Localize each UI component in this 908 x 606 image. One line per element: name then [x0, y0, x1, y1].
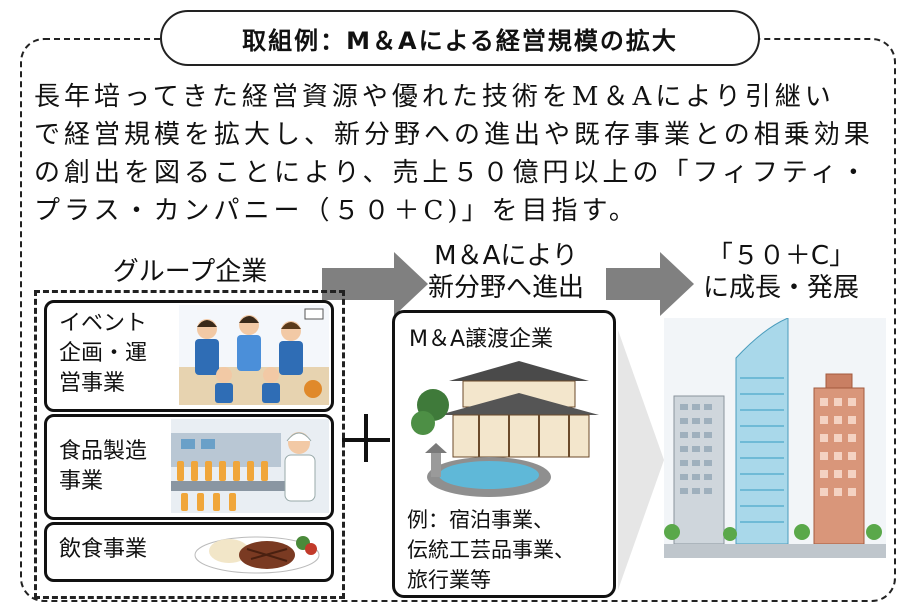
label-line: 企画・運: [59, 341, 148, 366]
label-line: 営事業: [59, 371, 126, 396]
page-title: 取組例：M＆Aによる経営規模の拡大: [160, 10, 760, 66]
label-line: 食品製造: [59, 439, 148, 464]
transfer-company-heading: M＆A譲渡企業: [409, 327, 554, 352]
label-line: 事業: [59, 469, 104, 494]
restaurant-business-card: 飲食事業: [44, 522, 334, 582]
label-line: イベント: [59, 311, 148, 336]
food-manufacturing-label: 食品製造 事業: [59, 437, 147, 497]
restaurant-business-label: 飲食事業: [59, 537, 148, 562]
ma-heading: M＆Aにより 新分野へ進出: [406, 240, 606, 304]
event-staff-illustration: [179, 305, 329, 405]
ma-heading-line: 新分野へ進出: [427, 273, 584, 303]
ma-heading-line: M＆Aにより: [434, 241, 578, 271]
food-factory-illustration: [171, 419, 329, 513]
food-manufacturing-card: 食品製造 事業: [44, 414, 334, 520]
growth-heading: 「５０＋C」 に成長・発展: [676, 240, 886, 304]
lead-paragraph: 長年培ってきた経営資源や優れた技術をM＆Aにより引継い で経営規模を拡大し、新分…: [34, 78, 884, 230]
lead-line: プラス・カンパニー（５０＋C)」を目指す。: [34, 196, 639, 226]
lead-line: の創出を図ることにより、売上５０億円以上の「フィフティ・: [34, 158, 871, 188]
lead-line: で経営規模を拡大し、新分野への進出や既存事業との相乗効果: [34, 120, 874, 150]
ryokan-inn-illustration: [409, 353, 599, 503]
transfer-examples: 例：宿泊事業、 伝統工芸品事業、 旅行業等: [407, 505, 575, 595]
growth-heading-line: 「５０＋C」: [706, 241, 856, 271]
city-skyline-illustration: [664, 318, 886, 558]
growth-direction-arrow-icon: [618, 330, 664, 590]
group-heading: グループ企業: [112, 257, 268, 287]
event-business-card: イベント 企画・運 営事業: [44, 300, 334, 412]
right-arrow-icon: [660, 252, 694, 316]
example-line: 例：宿泊事業、: [407, 508, 554, 532]
arrow-shaft: [322, 268, 396, 300]
arrow-shaft: [606, 268, 662, 300]
growth-heading-line: に成長・発展: [702, 273, 859, 303]
example-line: 旅行業等: [407, 568, 491, 592]
steak-dish-illustration: [194, 536, 320, 574]
ma-transfer-company-card: M＆A譲渡企業 例：宿泊事業、 伝統工芸品事業、 旅行業等: [392, 310, 616, 598]
group-companies-box: [34, 290, 345, 599]
lead-line: 長年培ってきた経営資源や優れた技術をM＆Aにより引継い: [34, 82, 835, 112]
plus-icon: [364, 414, 368, 462]
right-arrow-icon: [394, 252, 428, 316]
event-business-label: イベント 企画・運 営事業: [59, 309, 147, 399]
example-line: 伝統工芸品事業、: [407, 538, 575, 562]
